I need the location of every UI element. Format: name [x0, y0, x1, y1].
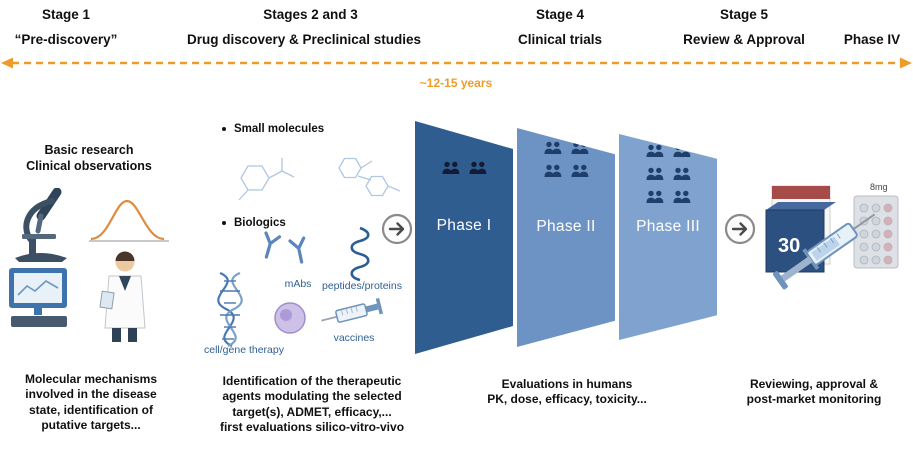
vaccine-syringe-icon	[321, 297, 383, 323]
stage23-description: Identification of the therapeutic agents…	[219, 374, 405, 435]
people-pair-icon	[672, 144, 692, 158]
dose-label: 8mg	[870, 182, 888, 192]
phase1-participants	[415, 121, 513, 175]
package-count-label: 30	[778, 235, 800, 257]
transition-arrow-icon	[381, 213, 413, 245]
people-pair-icon	[672, 167, 692, 181]
cell-gene-label: cell/gene therapy	[204, 344, 284, 356]
people-pair-icon	[645, 167, 665, 181]
microscope-icon	[15, 188, 67, 262]
scientist-icon	[99, 251, 146, 342]
drug-product-illustration: 8mg 30	[765, 182, 899, 290]
approval-syringe-icon	[773, 213, 876, 290]
bullet-dot	[222, 221, 226, 225]
cell-icon	[274, 302, 306, 334]
people-pair-icon	[543, 164, 563, 178]
phase2-funnel: Phase II	[517, 128, 615, 347]
stage1-subtitle: “Pre-discovery”	[14, 32, 118, 47]
phase3-funnel: Phase III	[619, 134, 717, 340]
biologics-illustration	[217, 226, 383, 347]
stage5-description: Reviewing, approval & post-market monito…	[746, 377, 882, 407]
people-pair-icon	[672, 190, 692, 204]
biologics-item: Biologics	[222, 217, 286, 229]
stage4-subtitle: Clinical trials	[517, 32, 603, 47]
timeline-duration-label: ~12-15 years	[419, 76, 493, 90]
mabs-label: mAbs	[284, 278, 312, 290]
bell-curve-icon	[89, 199, 169, 242]
phase2-participants	[517, 128, 615, 178]
dna-helix-icon	[217, 271, 243, 347]
stage4-title: Stage 4	[535, 7, 585, 22]
people-pair-icon	[441, 161, 461, 175]
small-molecules-item: Small molecules	[222, 123, 324, 135]
people-pair-icon	[645, 144, 665, 158]
stage1-title: Stage 1	[41, 7, 91, 22]
stage5-title: Stage 5	[719, 7, 769, 22]
people-pair-icon	[543, 141, 563, 155]
stage23-title: Stages 2 and 3	[263, 7, 358, 22]
phase1-funnel: Phase I	[415, 121, 513, 354]
phase2-label: Phase II	[536, 217, 596, 235]
stage23-subtitle: Drug discovery & Preclinical studies	[186, 32, 422, 47]
people-pair-icon	[468, 161, 488, 175]
phase3-label: Phase III	[636, 217, 700, 235]
phase-iv-label: Phase IV	[843, 32, 901, 47]
antibody-icon	[264, 231, 306, 264]
biologics-label: Biologics	[234, 217, 286, 229]
bullet-dot	[222, 127, 226, 131]
stage1-description: Molecular mechanisms involved in the dis…	[24, 372, 158, 433]
phase1-label: Phase I	[436, 216, 492, 234]
small-molecules-label: Small molecules	[234, 123, 325, 135]
people-pair-icon	[570, 164, 590, 178]
transition-arrow-icon	[724, 213, 756, 245]
computer-icon	[9, 268, 67, 327]
stage5-subtitle: Review & Approval	[683, 32, 805, 47]
blister-pack-icon	[853, 195, 899, 269]
timeline-arrow-icon	[1, 57, 912, 69]
vaccines-label: vaccines	[333, 332, 375, 344]
basic-research-illustration	[9, 188, 169, 342]
phase3-participants	[619, 134, 717, 204]
small-molecules-structures-icon	[238, 157, 401, 201]
protein-helix-icon	[350, 226, 370, 282]
basic-research-heading: Basic research Clinical observations	[26, 143, 152, 174]
stage4-description: Evaluations in humans PK, dose, efficacy…	[487, 377, 647, 407]
peptides-label: peptides/proteins	[322, 280, 402, 292]
people-pair-icon	[645, 190, 665, 204]
people-pair-icon	[570, 141, 590, 155]
